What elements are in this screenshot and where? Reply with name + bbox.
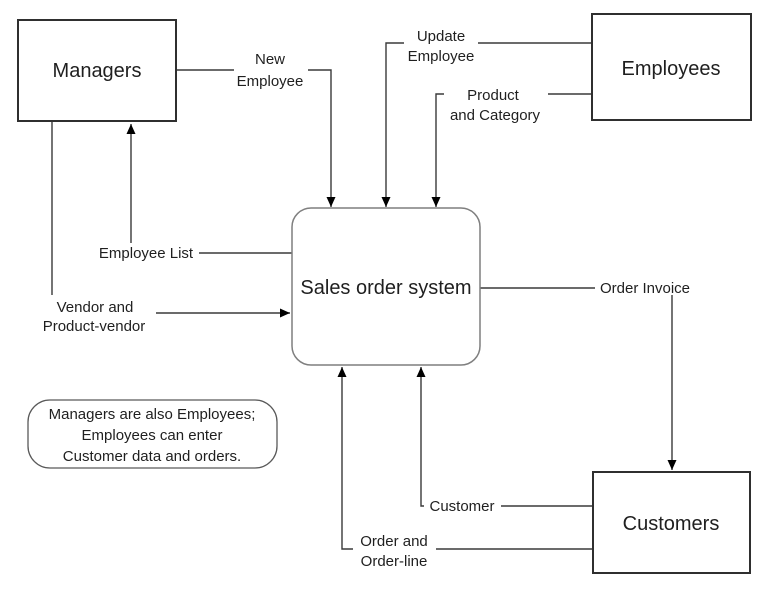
flow-update-employee-label-2: Employee <box>408 48 475 65</box>
flow-update-employee-label: Update <box>417 28 465 45</box>
note-line-1: Managers are also Employees; <box>49 406 256 423</box>
entity-customers-box <box>592 471 751 574</box>
entity-employees-label: Employees <box>622 58 721 80</box>
flow-order-invoice-label-bg <box>595 277 696 295</box>
flow-order-and-order-line-label-2: Order-line <box>361 553 428 570</box>
flow-product-and-category-label: Product <box>467 87 520 104</box>
flow-employee-list-label-bg <box>95 243 199 261</box>
flow-customer-connector <box>416 367 593 507</box>
flow-customer-label: Customer <box>429 498 494 515</box>
flow-update-employee-label-bg <box>404 24 478 64</box>
flow-vendor-and-product-vendor-label-bg <box>32 295 156 334</box>
process-sales-order-system-box <box>291 207 481 366</box>
flow-labels: New Employee Update Employee Product and… <box>32 24 696 570</box>
flow-vendor-and-product-vendor-label-2: Product-vendor <box>43 318 146 335</box>
flow-order-and-order-line-label-bg <box>353 531 436 569</box>
note-line-3: Customer data and orders. <box>63 448 241 465</box>
entity-customers-label: Customers <box>623 513 720 535</box>
flow-vendor-and-product-vendor-connector <box>51 121 290 318</box>
flow-order-and-order-line-connector <box>337 367 593 550</box>
flow-order-and-order-line-label: Order and <box>360 533 428 550</box>
flow-product-and-category-label-bg <box>444 85 548 124</box>
flow-update-employee-connector <box>381 42 592 207</box>
note-annotation-box <box>27 399 278 469</box>
flow-new-employee-label-2: Employee <box>237 73 304 90</box>
flow-order-invoice-connector <box>480 287 677 470</box>
note-line-2: Employees can enter <box>82 427 223 444</box>
process-sales-order-system-label: Sales order system <box>300 277 471 299</box>
entity-employees-box <box>591 13 752 121</box>
entity-managers-label: Managers <box>53 60 142 82</box>
flow-new-employee-label-bg <box>234 48 308 90</box>
flow-new-employee-label: New <box>255 51 285 68</box>
flow-new-employee-connector <box>176 69 336 207</box>
flow-product-and-category-label-2: and Category <box>450 107 541 124</box>
flow-employee-list-label: Employee List <box>99 245 194 262</box>
flow-vendor-and-product-vendor-label: Vendor and <box>57 299 134 316</box>
entity-managers-box <box>17 19 177 122</box>
flow-order-invoice-label: Order Invoice <box>600 280 690 297</box>
flow-customer-label-bg <box>424 496 501 514</box>
flow-employee-list-connector <box>126 124 292 254</box>
